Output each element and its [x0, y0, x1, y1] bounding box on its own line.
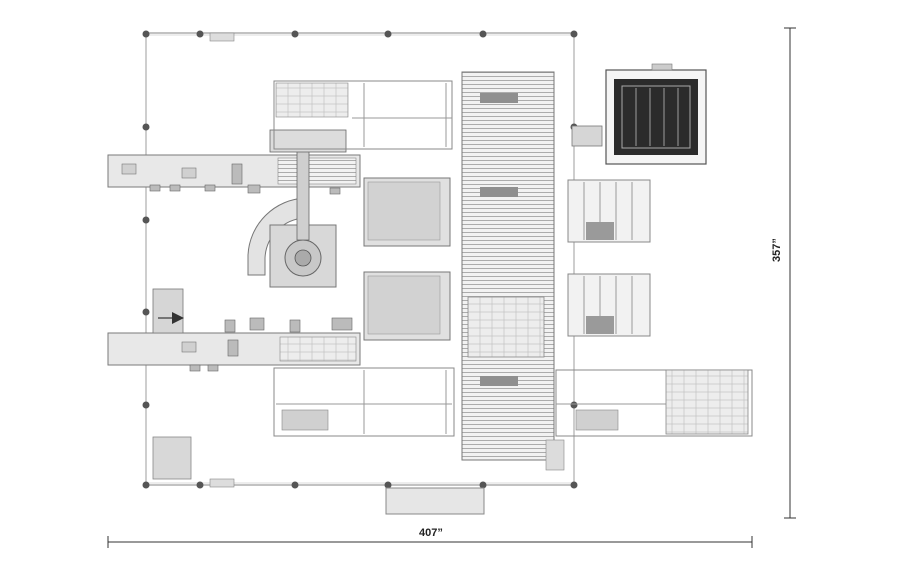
control-box — [571, 125, 603, 147]
safety-fence — [145, 32, 575, 486]
slip-sheet-dispenser-upper — [363, 177, 451, 247]
pallet-build-station-lower — [567, 273, 651, 337]
upper-infeed-conveyor — [107, 154, 361, 195]
width-dimension-line — [107, 536, 753, 548]
pallet-build-station-upper — [567, 179, 651, 243]
electrical-cabinet — [152, 436, 192, 480]
outfeed-conveyor — [555, 369, 753, 437]
fence-gate-panel-bottom — [209, 478, 235, 488]
pallet-roller-conveyor — [461, 71, 565, 471]
upper-pallet-station — [273, 80, 453, 150]
lower-infeed-conveyor — [107, 288, 361, 372]
fence-gate-panel — [209, 32, 235, 42]
robot-arm — [247, 129, 347, 288]
width-dimension-label: 407” — [419, 527, 443, 539]
operator-platform — [385, 487, 485, 515]
fence-posts — [142, 30, 578, 489]
height-dimension-line — [784, 27, 796, 519]
empty-pallet-dispenser — [605, 63, 707, 165]
lower-pallet-station — [273, 367, 455, 437]
height-dimension-label: 357” — [771, 238, 783, 262]
slip-sheet-dispenser-lower — [363, 271, 451, 341]
